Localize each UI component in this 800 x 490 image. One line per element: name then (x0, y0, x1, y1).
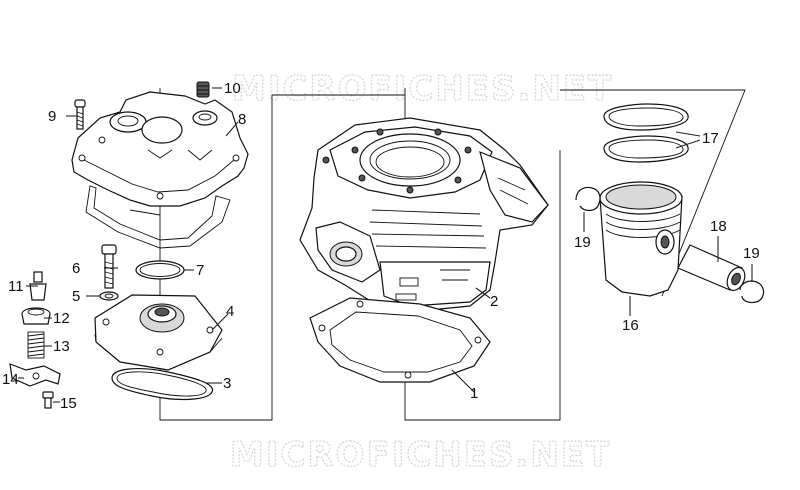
frame-stub (129, 209, 161, 216)
cylinder (299, 117, 549, 313)
callout-5: 5 (72, 288, 80, 305)
circlip-right (739, 280, 765, 304)
head-gasket (85, 185, 231, 249)
cylinder-head (71, 91, 249, 207)
watermark-top: MICROFICHES.NET (232, 69, 613, 109)
callout-3: 3 (223, 375, 231, 392)
callout-19-left: 19 (574, 234, 591, 251)
valve-hardware (9, 271, 61, 409)
head-bolt (74, 99, 86, 130)
o-ring-large (111, 368, 214, 401)
callout-7: 7 (196, 262, 204, 279)
callout-15: 15 (60, 395, 77, 412)
piston (599, 181, 683, 297)
washer-hole (104, 293, 114, 299)
base-gasket (309, 297, 491, 383)
piston-rings (603, 103, 689, 163)
frame-piston (560, 89, 746, 297)
cover-bolt (101, 244, 117, 289)
exhaust-cover (94, 294, 223, 371)
o-ring-small-inner (139, 263, 181, 277)
callout-8: 8 (238, 111, 246, 128)
callout-19-right: 19 (743, 245, 760, 262)
o-ring-large-inner (116, 371, 207, 397)
callout-4: 4 (226, 303, 234, 320)
callout-10: 10 (224, 80, 241, 97)
circlip-left (575, 186, 601, 212)
callout-12: 12 (53, 310, 70, 327)
callout-17: 17 (702, 130, 719, 147)
spark-plug-insert (196, 81, 210, 98)
callout-9: 9 (48, 108, 56, 125)
callout-6: 6 (72, 260, 80, 277)
callout-11: 11 (8, 278, 24, 295)
piston-pin (677, 244, 746, 292)
callout-1: 1 (470, 385, 478, 402)
callout-labels: 1 2 3 4 5 6 7 8 9 10 11 12 13 14 15 16 1… (2, 80, 760, 412)
callout-13: 13 (53, 338, 70, 355)
leader-lines (18, 87, 753, 403)
callout-2: 2 (490, 293, 498, 310)
watermark-bottom: MICROFICHES.NET (230, 435, 611, 475)
frame-left (159, 88, 273, 421)
washer (99, 291, 119, 301)
callout-16: 16 (622, 317, 639, 334)
callout-18: 18 (710, 218, 727, 235)
callout-14: 14 (2, 371, 19, 388)
